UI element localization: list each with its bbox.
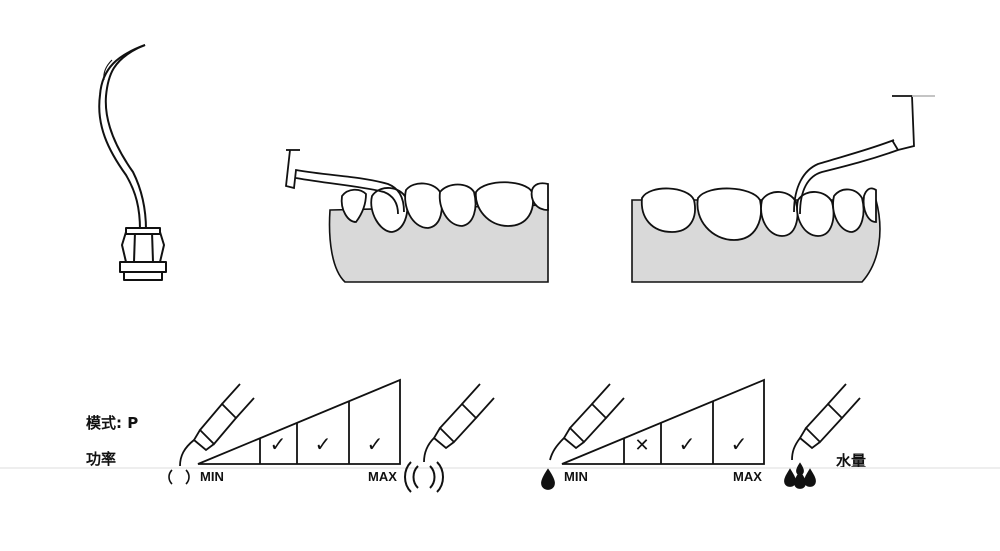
power-segment-2-mark: ✓ (315, 432, 332, 456)
handpiece-icon (791, 383, 861, 461)
water-label: 水量 (836, 452, 867, 470)
handpiece-icon (549, 383, 625, 461)
water-segment-2-mark: ✓ (679, 432, 696, 456)
mode-label: 模式: P (86, 414, 139, 432)
tip-in-mouth-left-illustration (285, 149, 549, 283)
water-drop-icon (541, 468, 555, 490)
water-max-label: MAX (733, 469, 762, 484)
power-segment-3-mark: ✓ (367, 432, 384, 456)
water-min-label: MIN (564, 469, 588, 484)
power-min-label: MIN (200, 469, 224, 484)
water-drop-icon (784, 462, 816, 489)
scaler-tip-icon (98, 44, 167, 281)
water-segment-3-mark: ✓ (731, 432, 748, 456)
power-max-label: MAX (368, 469, 397, 484)
power-segment-1-mark: ✓ (270, 432, 287, 456)
power-scale (168, 378, 495, 493)
water-segment-1-mark: ✕ (634, 435, 649, 456)
tip-in-mouth-right-illustration (631, 95, 935, 283)
vibration-icon (404, 461, 444, 493)
handpiece-icon (423, 383, 495, 463)
vibration-icon (168, 469, 190, 485)
water-scale (541, 378, 861, 490)
handpiece-icon (179, 383, 255, 467)
power-label: 功率 (86, 450, 117, 468)
